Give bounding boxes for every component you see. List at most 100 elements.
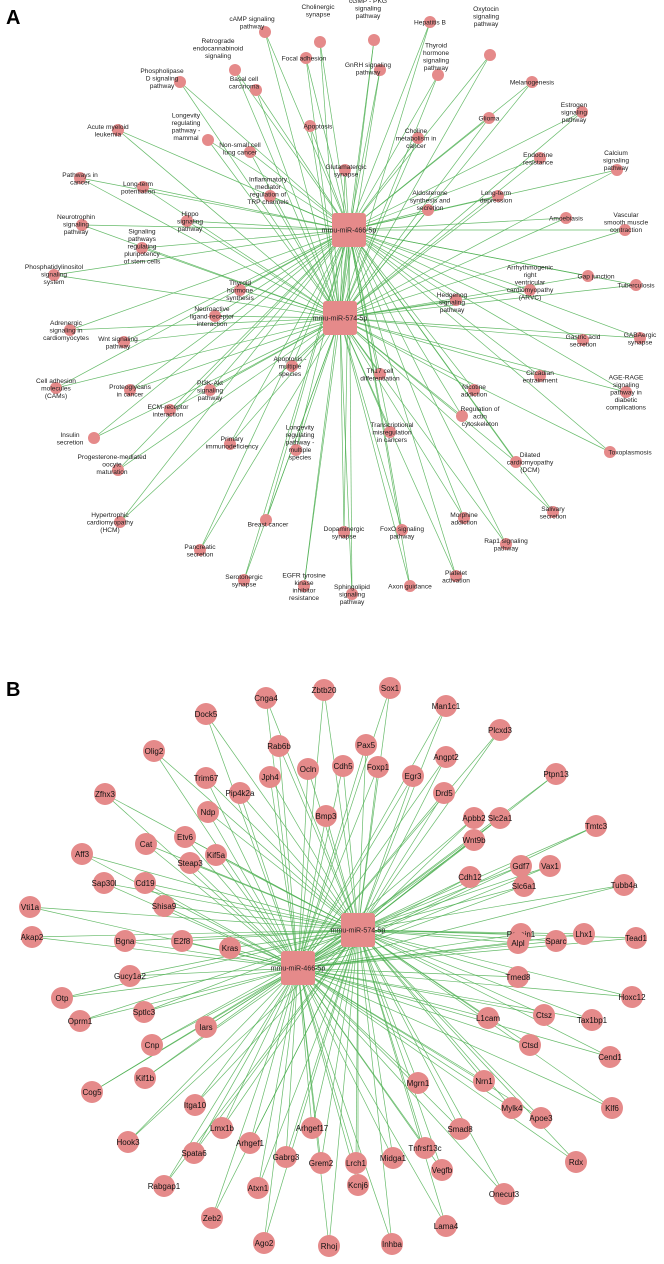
node-zeb2[interactable]: Zeb2: [201, 1207, 223, 1229]
node-steap3[interactable]: Steap3: [177, 852, 203, 874]
node-olig2[interactable]: Olig2: [143, 740, 165, 762]
node-lmx1b[interactable]: Lmx1b: [210, 1117, 235, 1139]
node-pax5[interactable]: Pax5: [355, 734, 377, 756]
node-cat[interactable]: Cat: [135, 833, 157, 855]
node-smad8[interactable]: Smad8: [447, 1118, 473, 1140]
node-midga1[interactable]: Midga1: [380, 1147, 407, 1169]
node-klf6[interactable]: Klf6: [601, 1097, 623, 1119]
node-akap2[interactable]: Akap2: [21, 926, 44, 948]
node-cog5[interactable]: Cog5: [81, 1081, 103, 1103]
node-gap-junction[interactable]: Gap junction: [577, 270, 615, 282]
node-nrn1[interactable]: Nrn1: [473, 1070, 495, 1092]
hub-mmu-mir-574-5p[interactable]: mmu-miR-574-5p: [331, 913, 386, 947]
node-rhoj[interactable]: Rhoj: [318, 1235, 340, 1257]
node-focal-adhesion[interactable]: Focal adhesion: [282, 52, 327, 64]
node-apoe3[interactable]: Apoe3: [529, 1107, 553, 1129]
node-tuberculosis[interactable]: Tuberculosis: [617, 279, 655, 291]
node-slc2a1[interactable]: Slc2a1: [488, 807, 513, 829]
node-ctsz[interactable]: Ctsz: [533, 1004, 555, 1026]
node-drd5[interactable]: Drd5: [433, 782, 455, 804]
node-man1c1[interactable]: Man1c1: [432, 695, 461, 717]
node-tmed8[interactable]: Tmed8: [506, 966, 531, 988]
hub-mmu-mir-466-5p[interactable]: mmu-miR-466-5p: [322, 213, 377, 247]
hub-mmu-mir-466-5p[interactable]: mmu-miR-466-5p: [271, 951, 326, 985]
node-amoebiasis[interactable]: Amoebiasis: [549, 212, 584, 224]
node-arhgef1[interactable]: Arhgef1: [236, 1132, 265, 1154]
node-mylk4[interactable]: Mylk4: [501, 1097, 523, 1119]
node-l1cam[interactable]: L1cam: [476, 1007, 500, 1029]
node-wnt9b[interactable]: Wnt9b: [462, 829, 486, 851]
node-vegfb[interactable]: Vegfb: [431, 1159, 453, 1181]
node-hepatitis-b[interactable]: Hepatitis B: [414, 16, 447, 28]
node-cd19[interactable]: Cd19: [134, 872, 156, 894]
node-vax1[interactable]: Vax1: [539, 855, 561, 877]
node-rdx[interactable]: Rdx: [565, 1151, 587, 1173]
node-angpt2[interactable]: Angpt2: [433, 746, 459, 768]
node-shisa9[interactable]: Shisa9: [152, 895, 177, 917]
node-foxp1[interactable]: Foxp1: [367, 756, 390, 778]
node-ocln[interactable]: Ocln: [297, 758, 319, 780]
node-cnp[interactable]: Cnp: [141, 1034, 163, 1056]
node-otp[interactable]: Otp: [51, 987, 73, 1009]
node-hook3[interactable]: Hook3: [116, 1131, 140, 1153]
node-cnga4[interactable]: Cnga4: [254, 687, 278, 709]
node-ctsd[interactable]: Ctsd: [519, 1034, 541, 1056]
node-plcxd3[interactable]: Plcxd3: [488, 719, 513, 741]
node-slc6a1[interactable]: Slc6a1: [512, 875, 537, 897]
node-rabgap1[interactable]: Rabgap1: [148, 1175, 181, 1197]
node-grem2[interactable]: Grem2: [309, 1152, 334, 1174]
node-egr3[interactable]: Egr3: [402, 765, 424, 787]
node-sparc[interactable]: Sparc: [545, 930, 567, 952]
node-ago2[interactable]: Ago2: [253, 1232, 275, 1254]
node-cdh5[interactable]: Cdh5: [332, 755, 354, 777]
node-dock5[interactable]: Dock5: [195, 703, 218, 725]
node-cend1[interactable]: Cend1: [598, 1046, 622, 1068]
node-lrch1[interactable]: Lrch1: [345, 1152, 367, 1174]
node-sap30l[interactable]: Sap30l: [92, 872, 117, 894]
node-tubb4a[interactable]: Tubb4a: [611, 874, 638, 896]
node-tnfrsf13c[interactable]: Tnfrsf13c: [408, 1137, 442, 1159]
node-spata6[interactable]: Spata6: [181, 1142, 207, 1164]
node-onecut3[interactable]: Onecut3: [489, 1183, 520, 1205]
